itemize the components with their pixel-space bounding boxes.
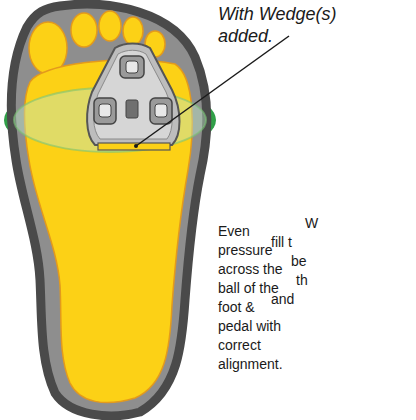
cut-text-fragment: W [305, 214, 318, 233]
cut-text-fragment: and [271, 290, 294, 309]
insole-outline [11, 4, 206, 416]
cut-text-fragment: th [296, 271, 308, 290]
cut-text-fragment: be [291, 252, 307, 271]
wedge [98, 143, 170, 150]
callout-text: With Wedge(s) added. [218, 4, 348, 47]
cut-text-fragment: fill t [271, 233, 292, 252]
leader-dot [134, 144, 138, 148]
leader-line [136, 36, 289, 146]
cleat [87, 44, 179, 151]
